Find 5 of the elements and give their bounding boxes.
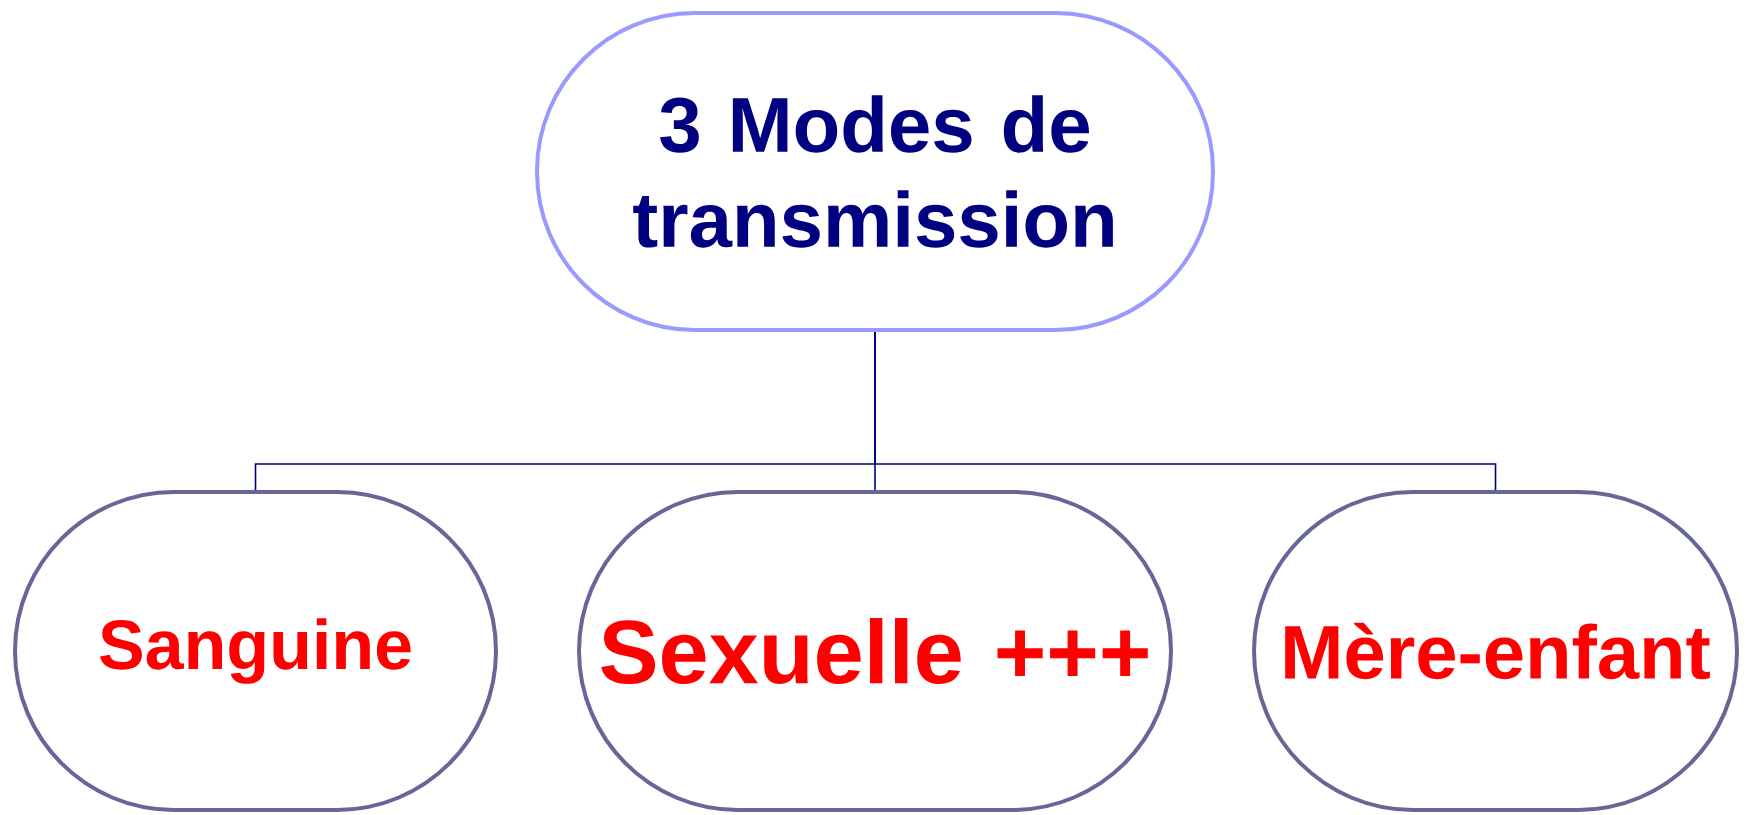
title-box: 3 Modes de transmission xyxy=(535,11,1215,332)
category-box: Sanguine xyxy=(13,490,498,812)
connector-line xyxy=(874,331,1497,491)
category-box: Mère-enfant xyxy=(1252,490,1739,812)
category-box: Sexuelle +++ xyxy=(577,490,1173,812)
